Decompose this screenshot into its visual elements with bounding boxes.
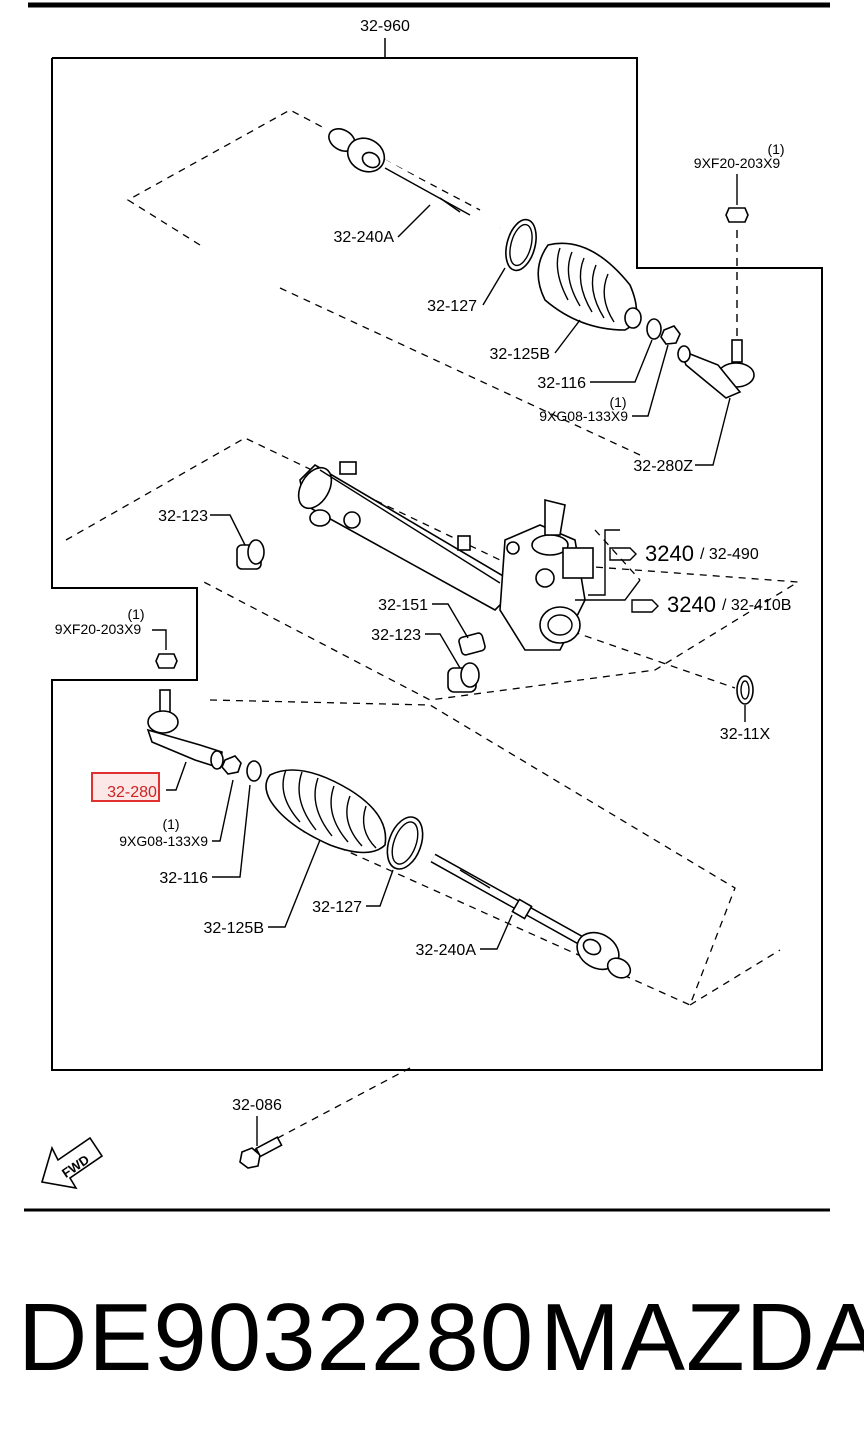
lower-clamp — [386, 816, 424, 870]
label-clamp-upper: 32-127 — [427, 298, 477, 315]
upper-tie-rod — [320, 124, 502, 232]
label-boot-lower: 32-125B — [204, 920, 265, 937]
left-nut — [155, 653, 178, 669]
upper-boot — [537, 242, 642, 331]
lower-washer — [246, 760, 262, 782]
upper-washer — [646, 318, 662, 340]
ref-490: / 32-490 — [700, 546, 759, 563]
ref-410b: / 32-410B — [722, 597, 791, 614]
label-clamp-lower: 32-127 — [312, 899, 362, 916]
assembly-label: 32-960 — [360, 18, 410, 35]
right-tie-rod-end — [677, 339, 755, 399]
ref-callout-490: 3240 / 32-490 — [609, 541, 759, 566]
highlight-box — [91, 772, 160, 802]
lower-tie-rod — [430, 853, 632, 979]
upper-bushing — [236, 539, 265, 570]
label-tie-rod-end-left: 32-280 — [107, 784, 157, 801]
ref-3240-b: 3240 — [667, 592, 716, 617]
label-bushing-upper: 32-123 — [158, 508, 208, 525]
label-seal: 32-11X — [720, 726, 771, 743]
lower-locknut — [221, 755, 242, 775]
label-bushing-lower: 32-123 — [371, 627, 421, 644]
label-locknut-upper-qty: (1) — [609, 394, 626, 410]
label-bolt: 32-086 — [232, 1097, 282, 1114]
label-nut-left: 9XF20-203X9 — [55, 621, 142, 637]
part-number: DE9032280 — [18, 1284, 535, 1391]
label-nut-right-qty: (1) — [767, 141, 784, 157]
right-nut — [725, 207, 749, 223]
upper-clamp — [505, 218, 537, 272]
insulator — [458, 632, 486, 656]
label-rod-upper: 32-240A — [334, 229, 395, 246]
assembly-frame — [51, 57, 823, 1071]
label-nut-left-qty: (1) — [127, 606, 144, 622]
upper-dashed-box — [126, 109, 481, 246]
ref-callout-410b: 3240 / 32-410B — [631, 592, 791, 617]
label-locknut-lower: 9XG08-133X9 — [119, 833, 208, 849]
label-insulator: 32-151 — [378, 597, 428, 614]
gear-housing — [297, 461, 594, 651]
lower-boot — [265, 769, 387, 854]
left-tie-rod-end — [146, 689, 224, 770]
label-locknut-upper: 9XG08-133X9 — [539, 408, 628, 424]
label-rod-lower: 32-240A — [416, 942, 477, 959]
fwd-arrow-icon: FWD — [40, 1136, 104, 1190]
lower-bushing — [447, 662, 480, 693]
upper-locknut — [660, 325, 681, 345]
label-tie-rod-end-right: 32-280Z — [633, 458, 693, 475]
label-boot-upper: 32-125B — [490, 346, 551, 363]
brand-name: MAZDA — [540, 1284, 864, 1391]
label-washer-lower: 32-116 — [159, 870, 208, 887]
label-nut-right: 9XF20-203X9 — [694, 155, 781, 171]
ref-3240-a: 3240 — [645, 541, 694, 566]
lower-dashed-box — [209, 699, 736, 1006]
label-locknut-lower-qty: (1) — [162, 816, 179, 832]
seal — [736, 675, 754, 705]
bolt — [239, 1136, 283, 1169]
label-washer-upper: 32-116 — [537, 375, 586, 392]
